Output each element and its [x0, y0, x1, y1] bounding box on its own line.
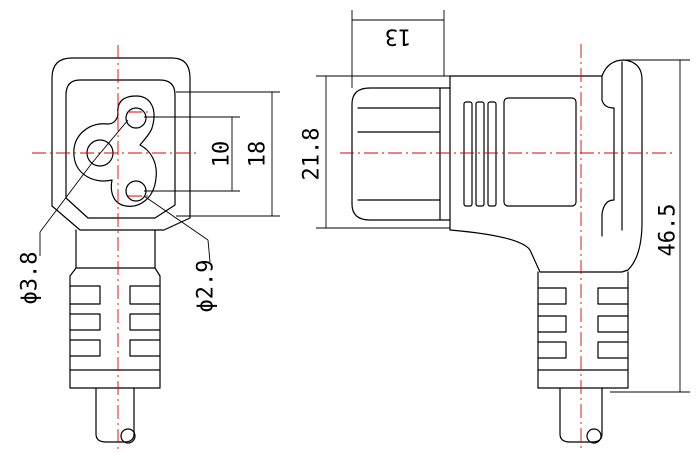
side-label-window	[503, 97, 577, 207]
dim-face-height: 18	[176, 91, 280, 217]
dim-pin-spacing: 10	[144, 116, 240, 192]
front-strain-relief	[69, 229, 161, 389]
side-body-outline	[449, 59, 643, 273]
dim-body-height: 21.8	[300, 75, 450, 229]
side-strain-relief	[537, 271, 629, 389]
dim-label-18: 18	[246, 141, 271, 168]
side-plug-head	[351, 87, 451, 221]
dim-head-depth: 13	[351, 10, 445, 88]
front-view	[32, 45, 211, 452]
dim-label-46-5: 46.5	[656, 204, 681, 257]
dim-label-21-8: 21.8	[300, 128, 325, 181]
side-grip-ribs	[463, 101, 497, 207]
dim-label-large-hole: ϕ3.8	[18, 252, 43, 305]
side-relief-ribs	[537, 287, 629, 371]
front-socket-outline	[73, 95, 157, 207]
dim-label-13: 13	[385, 24, 412, 49]
front-hole-bottom	[125, 180, 147, 202]
front-recess-outline	[65, 79, 176, 219]
dim-overall-height: 46.5	[610, 59, 690, 393]
dim-label-small-hole: ϕ2.9	[194, 260, 219, 313]
side-back-tab	[601, 75, 615, 237]
dim-label-10: 10	[210, 141, 235, 168]
front-relief-ribs	[69, 285, 161, 371]
front-cable	[95, 387, 135, 443]
front-head-outline	[51, 57, 191, 231]
side-view	[340, 44, 672, 452]
front-hole-top	[125, 107, 147, 129]
